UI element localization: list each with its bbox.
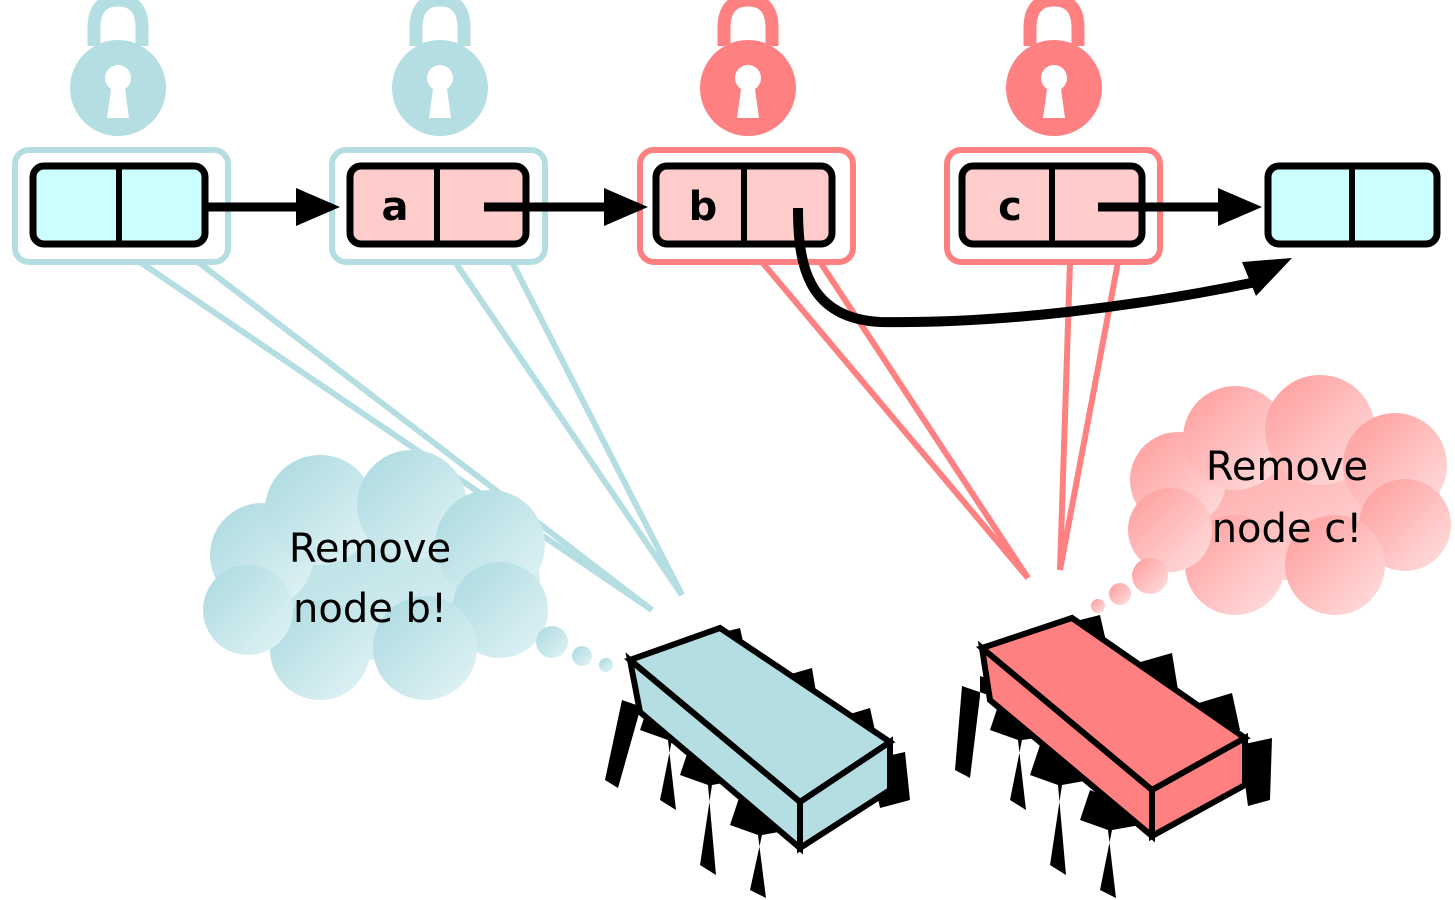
thought-text-line2: node c! [1212, 506, 1363, 552]
node-label-c: c [998, 184, 1022, 230]
lock-icon [392, 0, 488, 136]
blue-thread-hold-lines [138, 259, 685, 613]
lock-icon [700, 0, 796, 136]
lock-icon [70, 0, 166, 136]
next-pointer-arrow [484, 188, 648, 226]
cpu-chip-icon [955, 614, 1272, 898]
list-node-head [29, 162, 209, 248]
list-node-a: a [346, 162, 530, 248]
thought-text-line1: Remove [289, 526, 451, 572]
cpu-chip-icon [605, 624, 910, 898]
node-label-a: a [382, 184, 409, 230]
thought-cloud-icon: Remove node b! [203, 450, 613, 700]
thought-text-line1: Remove [1206, 444, 1368, 490]
lock-icon [1006, 0, 1102, 136]
thought-text-line2: node b! [293, 586, 447, 632]
node-label-b: b [689, 184, 718, 230]
thought-cloud-icon: Remove node c! [1091, 375, 1451, 615]
bypass-pointer-arrow [793, 207, 1292, 328]
next-pointer-arrow [1098, 188, 1262, 226]
list-node-b: b [652, 162, 836, 248]
list-node-tail [1264, 162, 1441, 248]
next-pointer-arrow [205, 188, 340, 226]
